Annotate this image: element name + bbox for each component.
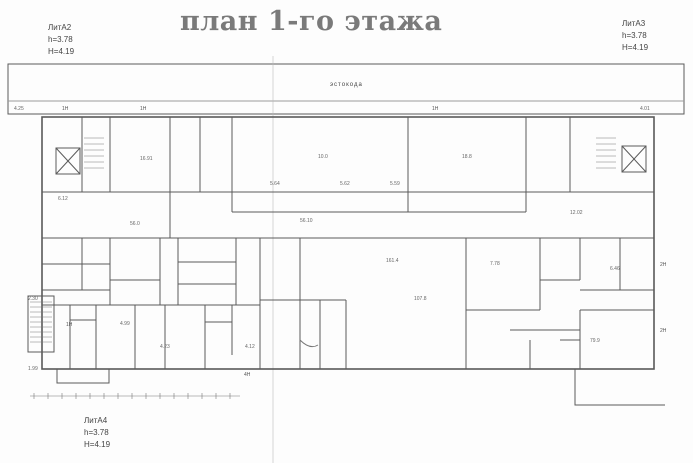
room-code-1n: 1Н	[62, 106, 69, 112]
svg-text:56.10: 56.10	[300, 218, 313, 224]
svg-text:5.64: 5.64	[270, 181, 280, 187]
estakada-outline	[7, 63, 685, 115]
svg-text:4.01: 4.01	[640, 106, 650, 112]
lit-a2-h: h=3.78	[48, 35, 73, 44]
room-code-4n: 4Н	[244, 372, 251, 378]
svg-text:4.99: 4.99	[120, 321, 130, 327]
svg-text:56.0: 56.0	[130, 221, 140, 227]
svg-text:79.9: 79.9	[590, 338, 600, 344]
svg-text:6.46: 6.46	[610, 266, 620, 272]
svg-text:4.12: 4.12	[245, 344, 255, 350]
lit-a4-h: h=3.78	[84, 428, 109, 437]
room-code-1n: 1Н	[66, 322, 73, 328]
bottom-right-ramp	[574, 369, 665, 406]
svg-text:161.4: 161.4	[386, 258, 399, 264]
lit-a3-block: ЛитА3 h=3.78 H=4.19	[622, 18, 648, 54]
lit-a3-h: h=3.78	[622, 31, 647, 40]
lit-a2-block: ЛитА2 h=3.78 H=4.19	[48, 22, 74, 58]
left-lift-shaft	[55, 147, 81, 175]
lit-a3-H: H=4.19	[622, 43, 649, 52]
lit-a4-name: ЛитА4	[84, 416, 108, 425]
plan-title: план 1-го этажа	[180, 6, 443, 37]
svg-text:10.0: 10.0	[318, 154, 328, 160]
lit-a2-H: H=4.19	[48, 47, 75, 56]
lit-a4-block: ЛитА4 h=3.78 H=4.19	[84, 415, 110, 451]
svg-text:16.91: 16.91	[140, 156, 153, 162]
room-code-2n: 2Н	[660, 328, 667, 334]
svg-text:2.30: 2.30	[28, 296, 38, 302]
room-code-1n: 1Н	[432, 106, 439, 112]
estakada-label: эстокода	[330, 82, 363, 88]
building-outline	[41, 116, 655, 370]
right-lift-shaft	[621, 145, 647, 173]
svg-text:5.62: 5.62	[340, 181, 350, 187]
svg-text:107.8: 107.8	[414, 296, 427, 302]
svg-text:6.12: 6.12	[58, 196, 68, 202]
lit-a4-H: H=4.19	[84, 440, 111, 449]
room-code-1n: 1Н	[140, 106, 147, 112]
svg-text:4.23: 4.23	[160, 344, 170, 350]
svg-text:1.99: 1.99	[28, 366, 38, 372]
left-extension	[27, 295, 55, 353]
lit-a3-name: ЛитА3	[622, 19, 646, 28]
svg-text:18.8: 18.8	[462, 154, 472, 160]
lit-a2-name: ЛитА2	[48, 23, 72, 32]
svg-text:4.25: 4.25	[14, 106, 24, 112]
bottom-left-porch	[56, 368, 110, 384]
room-code-2n: 2Н	[660, 262, 667, 268]
svg-text:12.02: 12.02	[570, 210, 583, 216]
svg-text:5.59: 5.59	[390, 181, 400, 187]
svg-text:7.78: 7.78	[490, 261, 500, 267]
